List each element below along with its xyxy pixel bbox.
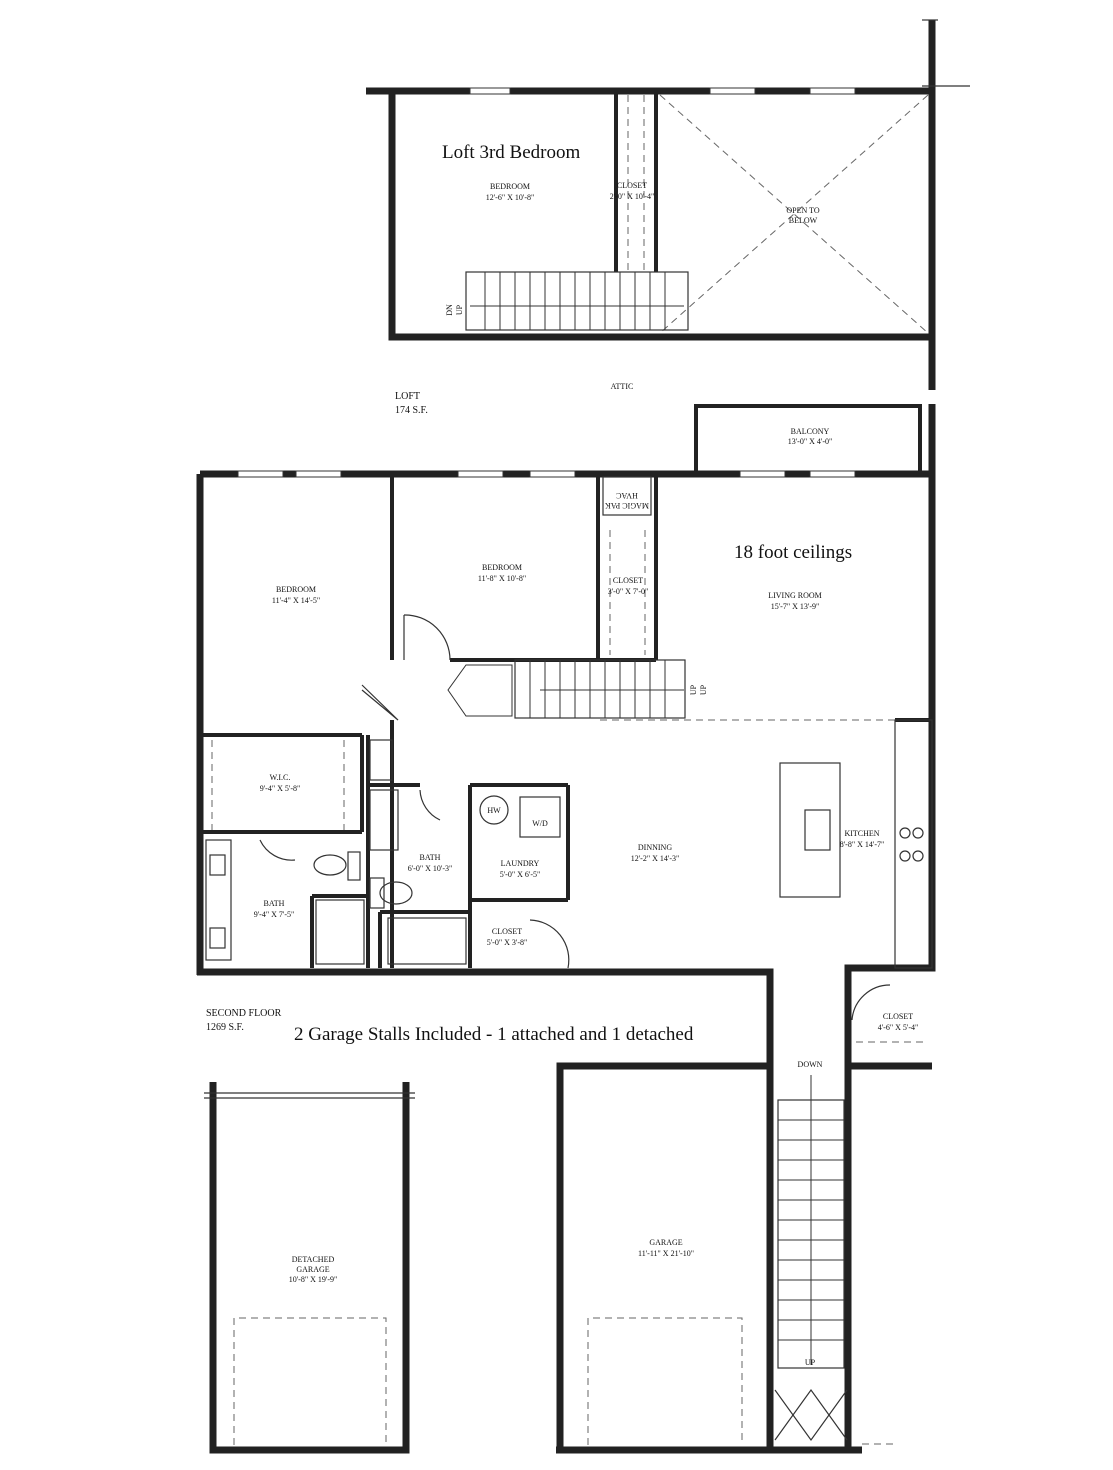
fixture-label: W/D	[532, 819, 548, 828]
attic-label: ATTIC	[611, 382, 634, 391]
svg-text:GARAGE: GARAGE	[296, 1265, 329, 1274]
second-floor: BALCONY 13'-0" X 4'-0"	[196, 404, 936, 1070]
loft-stair	[465, 271, 689, 331]
svg-text:BEDROOM: BEDROOM	[276, 585, 316, 594]
vanity	[205, 839, 232, 961]
svg-text:CLOSET: CLOSET	[492, 927, 522, 936]
sink-icon	[209, 854, 226, 876]
svg-text:CLOSET: CLOSET	[883, 1012, 913, 1021]
svg-text:LAUNDRY: LAUNDRY	[501, 859, 540, 868]
door-swing	[403, 614, 451, 661]
svg-text:W.I.C.: W.I.C.	[270, 773, 291, 782]
loft-level: Loft 3rd Bedroom BEDROOM 12'-6" X 10'-8"…	[366, 19, 970, 390]
stair-label: UP	[699, 684, 708, 695]
second-floor-area-name: SECOND FLOOR	[206, 1008, 282, 1019]
detached-garage: DETACHED GARAGE 10'-8" X 19'-9"	[204, 1082, 415, 1454]
stair-label: UP	[689, 684, 698, 695]
loft-walls	[366, 87, 936, 341]
fixture-label: HW	[487, 806, 501, 815]
bathtub	[387, 917, 467, 965]
svg-text:11'-4" X 14'-5": 11'-4" X 14'-5"	[272, 596, 320, 605]
stair-label: DN	[445, 304, 454, 316]
stove-burner-icon	[912, 827, 924, 839]
kitchen-counter	[894, 719, 933, 969]
svg-text:GARAGE: GARAGE	[649, 1238, 682, 1247]
room-size: 12'-6" X 10'-8"	[486, 193, 535, 202]
stove-burner-icon	[899, 827, 911, 839]
garage-stair	[777, 1075, 845, 1369]
svg-text:5'-0" X 6'-5": 5'-0" X 6'-5"	[500, 870, 541, 879]
svg-text:MAGIC PAK: MAGIC PAK	[605, 501, 649, 510]
svg-text:15'-7" X 13'-9": 15'-7" X 13'-9"	[771, 602, 820, 611]
garage-note: 2 Garage Stalls Included - 1 attached an…	[294, 1024, 694, 1045]
room-label: OPEN TO	[786, 206, 819, 215]
attached-garage: GARAGE 11'-11" X 21'-10" DOWN UP	[556, 1060, 895, 1454]
window	[469, 87, 511, 95]
loft-area-name: LOFT	[395, 391, 420, 402]
toilet-icon	[379, 881, 413, 905]
svg-text:8'-8" X 14'-7": 8'-8" X 14'-7"	[840, 840, 885, 849]
svg-text:KITCHEN: KITCHEN	[844, 829, 879, 838]
svg-text:6'-0" X 10'-3": 6'-0" X 10'-3"	[408, 864, 453, 873]
washer-dryer-icon	[519, 796, 561, 838]
toilet-icon	[313, 854, 347, 876]
window	[709, 87, 756, 95]
vanity	[369, 789, 399, 851]
svg-text:DETACHED: DETACHED	[292, 1255, 335, 1264]
stove-burner-icon	[899, 850, 911, 862]
window	[809, 87, 856, 95]
water-heater-icon	[479, 795, 509, 825]
kitchen-island	[779, 762, 841, 898]
ceilings-note: 18 foot ceilings	[734, 542, 852, 563]
loft-area-sf: 174 S.F.	[395, 405, 428, 416]
svg-text:HVAC: HVAC	[616, 491, 638, 500]
svg-text:LIVING ROOM: LIVING ROOM	[768, 591, 822, 600]
svg-text:BEDROOM: BEDROOM	[482, 563, 522, 572]
svg-text:12'-2" X 14'-3": 12'-2" X 14'-3"	[631, 854, 680, 863]
loft-bedroom-title: Loft 3rd Bedroom	[442, 142, 580, 163]
stove-burner-icon	[912, 850, 924, 862]
svg-text:DINNING: DINNING	[638, 843, 672, 852]
stair-label: DOWN	[798, 1060, 823, 1069]
main-stair	[447, 659, 686, 719]
room-label: BALCONY	[791, 427, 830, 436]
room-label: BEDROOM	[490, 182, 530, 191]
room-label: CLOSET	[617, 181, 647, 190]
svg-text:11'-11" X 21'-10": 11'-11" X 21'-10"	[638, 1249, 694, 1258]
room-size: 2'-0" X 10'-4"	[610, 192, 655, 201]
garage-door	[587, 1317, 743, 1445]
stair-label: UP	[455, 304, 464, 315]
svg-text:9'-4" X 5'-8": 9'-4" X 5'-8"	[260, 784, 301, 793]
svg-text:11'-8" X 10'-8": 11'-8" X 10'-8"	[478, 574, 526, 583]
svg-text:10'-8" X 19'-9": 10'-8" X 19'-9"	[289, 1275, 338, 1284]
sink-icon	[804, 809, 831, 851]
svg-text:CLOSET: CLOSET	[613, 576, 643, 585]
svg-text:5'-0" X 3'-8": 5'-0" X 3'-8"	[487, 938, 528, 947]
garage-door	[233, 1317, 387, 1445]
stair-label: UP	[805, 1358, 816, 1367]
svg-text:BATH: BATH	[264, 899, 285, 908]
hvac-unit	[602, 476, 652, 516]
room-label: BELOW	[789, 216, 818, 225]
shower	[315, 899, 365, 965]
sink-icon	[209, 927, 226, 949]
svg-text:9'-4" X 7'-5": 9'-4" X 7'-5"	[254, 910, 295, 919]
svg-text:BATH: BATH	[420, 853, 441, 862]
svg-text:3'-0" X 7'-0": 3'-0" X 7'-0"	[608, 587, 649, 596]
second-floor-area-sf: 1269 S.F.	[206, 1022, 244, 1033]
room-size: 13'-0" X 4'-0"	[788, 437, 833, 446]
svg-text:4'-6" X 5'-4": 4'-6" X 5'-4"	[878, 1023, 919, 1032]
balcony-walls	[694, 404, 922, 472]
